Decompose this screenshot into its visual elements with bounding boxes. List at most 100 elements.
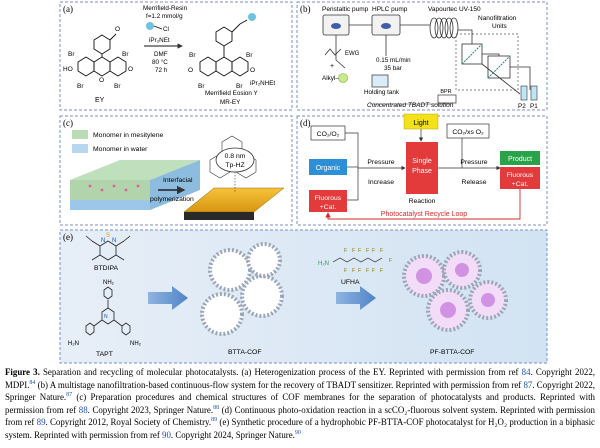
p1-label: P1: [530, 103, 538, 110]
panel-c-frame: [59, 115, 293, 226]
legend-mesitylene-swatch: [72, 130, 88, 139]
pressure-label: 35 bar: [384, 65, 402, 72]
ufha-h2n: H₂N: [318, 261, 329, 267]
chloride-label: Cl: [163, 26, 169, 33]
btdipa-label: BTDIPA: [94, 265, 119, 272]
single-label: Single: [412, 158, 432, 165]
svg-text:F: F: [352, 248, 355, 254]
ref-link-89[interactable]: 89: [36, 417, 46, 428]
uv-reactor-coil-icon: [429, 17, 459, 39]
mr-ey-br-1: Br: [189, 52, 196, 59]
caption-text-1: Separation and recycling of molecular ph…: [39, 367, 522, 377]
caption-text-4: . Copyright 2022, Springer Nature.: [5, 379, 595, 403]
hplc-pump-label: HPLC pump: [372, 6, 408, 13]
ref-link-90[interactable]: 90: [162, 429, 171, 440]
product-name: Merrifield Eosion Y: [205, 90, 259, 97]
synthesis-arrow: [148, 286, 188, 310]
resin-loading: f=1.2 mmol/g: [146, 13, 183, 20]
ey-hydroxyl: HO: [63, 66, 73, 73]
figure-label: Figure 3.: [5, 367, 40, 377]
panel-b: (b) Peristaltic pump HPLC pump Vapourtec…: [296, 1, 548, 111]
ref-link-88[interactable]: 88: [78, 404, 88, 415]
cite-sup-84[interactable]: 84: [29, 379, 36, 386]
holding-tank-icon: [371, 74, 389, 88]
panel-e-label: (e): [63, 232, 73, 242]
recycle-loop-label: Photocatalyst Recycle Loop: [381, 211, 467, 218]
reactor-label: Vapourtec UV-150: [428, 6, 481, 13]
flow-tubing: [335, 24, 531, 95]
btta-cof-label: BTTA-COF: [228, 349, 261, 356]
fluorous-out-cat-label: +Cat.: [512, 181, 529, 188]
figure-panels: (a) O O Br Br Br Br HO O EY Merrifield-R…: [59, 1, 548, 364]
svg-text:F: F: [358, 268, 361, 274]
flow-rate-label: 0.15 mL/min: [376, 57, 411, 64]
caption-text-8: . Copyright 2012, Royal Society of Chemi…: [45, 417, 212, 428]
concentrate-label: Concentrated TBADT solution: [367, 102, 454, 109]
caption-text-3: (b) A multistage nanofiltration-based co…: [35, 379, 524, 390]
vial-p1-icon: [530, 85, 538, 101]
svg-text:F: F: [380, 268, 383, 274]
svg-text:F: F: [366, 268, 369, 274]
cite-sup-89[interactable]: 89: [211, 417, 218, 424]
svg-text:F: F: [372, 248, 375, 254]
plus-sign: +: [330, 63, 334, 70]
p2-label: P2: [518, 103, 526, 110]
recycle-loop-line: [325, 189, 521, 220]
ewg-label: EWG: [345, 51, 360, 57]
legend-water: Monomer in water: [93, 146, 148, 153]
panel-a-frame: [59, 1, 293, 111]
tapt-h2n: H₂N: [68, 341, 79, 347]
temperature-label: 80 °C: [152, 58, 168, 66]
svg-text:F: F: [352, 268, 355, 274]
ref-link-84[interactable]: 84: [521, 367, 531, 377]
legend-water-swatch: [72, 144, 88, 153]
resin-bead-product-icon: [248, 13, 256, 21]
btdipa-n-1: N: [101, 238, 105, 244]
caption-text-7: (d) Continuous photo-oxidation reaction …: [5, 404, 595, 428]
svg-text:F: F: [358, 248, 361, 254]
product-code: MR-EY: [220, 99, 241, 106]
pf-btta-cof-framework: [402, 250, 508, 332]
panel-d: (d) CO₂/O₂ Organic Fluorous +Cat. Pressu…: [296, 113, 548, 226]
vial-p2-icon: [520, 85, 528, 101]
pore-size-label: 0.8 nm: [225, 153, 246, 160]
svg-text:F: F: [389, 258, 392, 264]
pressure-increase-1: Pressure: [367, 159, 394, 166]
tapt-label: TAPT: [96, 351, 113, 358]
panel-b-frame: [296, 1, 548, 111]
base-label: iPr₂NEt: [149, 37, 170, 44]
fluorous-out-box: [500, 167, 540, 189]
ey-ring-oxygen: O: [99, 77, 104, 84]
holding-tank-label: Holding tank: [364, 89, 400, 96]
caption-text-2: . Copyright 2022, MDPI.: [5, 367, 596, 390]
cite-sup-88[interactable]: 88: [213, 404, 220, 411]
counter-ion-label: iPr₂NHEt: [250, 80, 275, 87]
pf-btta-cof-label: PF-BTTA-COF: [430, 349, 474, 356]
figure-caption: Figure 3. Separation and recycling of mo…: [5, 367, 595, 440]
fluorous-label: Fluorous: [315, 195, 342, 202]
ey-structure: [77, 33, 127, 77]
cite-sup-87[interactable]: 87: [66, 392, 73, 399]
panel-a: (a) O O Br Br Br Br HO O EY Merrifield-R…: [59, 1, 293, 111]
ref-link-87[interactable]: 87: [523, 379, 533, 390]
btta-cof-framework: [200, 242, 284, 336]
tapt-nh2-top: NH₂: [103, 280, 115, 286]
caption-text-6: . Copyright 2023, Springer Nature.: [87, 404, 214, 415]
pressure-release-1: Pressure: [460, 159, 487, 166]
resin-name: Merrifield-Resin: [143, 5, 188, 12]
svg-text:F: F: [380, 248, 383, 254]
product-box: [500, 151, 540, 165]
phase-label: Phase: [412, 168, 432, 175]
co2-o2-label: CO₂/O₂: [317, 131, 340, 138]
process-line-2: polymerization: [150, 196, 194, 203]
bpr-label: BPR: [440, 89, 451, 95]
cite-sup-90[interactable]: 90: [294, 429, 301, 436]
btdipa-n-2: N: [112, 238, 116, 244]
organic-box: [309, 159, 347, 175]
tapt-nh2-right: NH₂: [130, 341, 142, 347]
tapt-triazine-n: N: [104, 314, 108, 320]
panel-c: (c) Monomer in mesitylene Monomer in wat…: [59, 115, 293, 226]
mr-ey-oxide: O: [250, 67, 255, 74]
pressure-release-2: Release: [462, 179, 487, 186]
